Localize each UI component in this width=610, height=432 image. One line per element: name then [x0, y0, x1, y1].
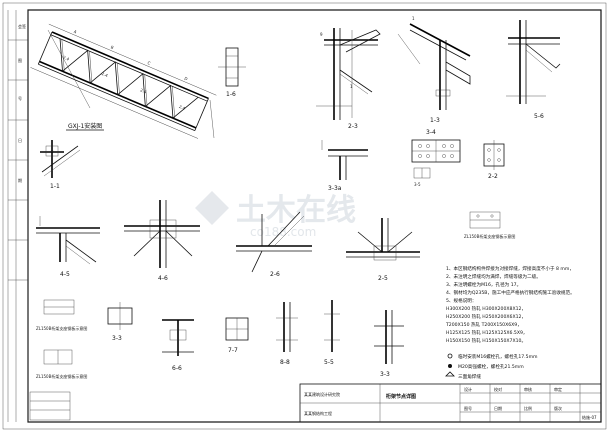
title-label: 比例 — [524, 405, 532, 411]
view-label: 2-3 — [348, 123, 358, 130]
view-label: 3-4 — [426, 129, 436, 136]
note-line: 2、未注明之焊缝均为满焊，焊缝等级为二级。 — [446, 273, 541, 280]
detail-3-3a: 3-3a — [321, 140, 368, 192]
left-strip: 会签 图 号 日 期 — [7, 10, 29, 422]
detail-4-5: 4-5 — [36, 216, 100, 278]
detail-5-6: 5-6 — [506, 20, 561, 120]
svg-text:A: A — [73, 29, 78, 35]
view-label: 8-8 — [280, 359, 290, 366]
title-project: 某某钢结构工程 — [304, 410, 332, 416]
title-label: 设计 — [464, 386, 472, 392]
view-label: 3-3 — [112, 335, 122, 342]
svg-text:1: 1 — [350, 84, 353, 89]
note-line: 3、未注明螺栓为M16，孔径为 17。 — [446, 281, 521, 288]
plate-detail-right: ZL150B桁架支座钢板示意图 — [464, 211, 515, 239]
detail-3-3b: 3-3 — [374, 310, 404, 378]
view-label: GXJ-1安装图 — [68, 122, 102, 130]
detail-1-6: 1-6 — [218, 47, 246, 98]
view-label: 3-3a — [328, 185, 342, 192]
view-label: 5-5 — [324, 359, 334, 366]
detail-6-6: 6-6 — [162, 319, 194, 372]
view-label: 7-7 — [228, 347, 238, 354]
title-label: 日期 — [494, 405, 502, 411]
detail-1-3: 1 1-3 — [397, 16, 471, 124]
title-drawing-name: 桁架节点详图 — [386, 393, 416, 400]
view-label: 1-6 — [226, 91, 236, 98]
view-label: 1-1 — [50, 183, 60, 190]
left-strip-label: 图 — [18, 57, 22, 63]
bolt-temp-icon — [447, 353, 453, 359]
plate-detail-left: ZL150B桁架支座钢板示意图 ZL150B桁架支座钢板示意图 — [36, 299, 87, 379]
view-label: ZL150B桁架支座钢板示意图 — [36, 325, 87, 331]
left-strip-label: 日 — [18, 138, 22, 143]
svg-text:B: B — [110, 44, 115, 50]
detail-3-4: 3-4 3-5 — [411, 129, 461, 187]
svg-text:3-5: 3-5 — [414, 182, 421, 187]
title-label: 审核 — [524, 386, 532, 392]
detail-7-7: 7-7 — [225, 317, 249, 354]
note-line: H300X200 热轧 H300X200X8X12， — [446, 305, 526, 312]
view-label: 4-6 — [158, 275, 168, 282]
legend-line: M20高强螺栓，螺栓孔21.5mm — [458, 363, 524, 370]
view-label: 4-5 — [60, 271, 70, 278]
note-line: H125X125 热轧 H125X125X6.5X9， — [446, 329, 528, 336]
view-label: ZL150B桁架支座钢板示意图 — [36, 373, 87, 379]
note-line: 4、钢材均为Q235B，施工中应严格执行钢结构施工验收规范。 — [446, 289, 575, 296]
view-label: 2-2 — [488, 173, 498, 180]
svg-text:2.4: 2.4 — [101, 71, 109, 78]
note-line: 5、规格说明： — [446, 297, 477, 304]
left-strip-label: 号 — [18, 95, 22, 101]
detail-2-2: 2-2 — [483, 140, 505, 180]
legend-line: 三面角焊缝 — [458, 373, 481, 380]
detail-2-6: 2-6 — [236, 211, 312, 278]
svg-text:2.4: 2.4 — [140, 87, 148, 94]
svg-text:C: C — [147, 60, 152, 66]
title-label: 审定 — [554, 386, 562, 392]
view-label: 1-3 — [430, 117, 440, 124]
general-notes: 1、本区钢结构构件焊接为对接焊缝，焊接高度不小于 8 mm， 2、未注明之焊缝均… — [445, 265, 575, 380]
svg-text:2.4: 2.4 — [62, 55, 70, 62]
note-line: T200X150 热轧 T200X150X6X9， — [445, 321, 522, 328]
bolt-hs-icon — [448, 364, 452, 368]
detail-4-6: 4-6 — [124, 200, 200, 282]
view-label: 3-3 — [380, 371, 390, 378]
watermark-main: 土木在线 — [236, 193, 356, 228]
svg-text:2.4: 2.4 — [178, 104, 186, 111]
left-strip-label: 期 — [18, 177, 22, 183]
svg-text:D: D — [184, 76, 189, 82]
view-label: 6-6 — [172, 365, 182, 372]
svg-text:9: 9 — [320, 32, 323, 37]
watermark-sub: co188.com — [250, 225, 316, 239]
stamp-box — [29, 391, 71, 421]
watermark: 土木在线 co188.com — [195, 191, 356, 239]
detail-8-8: 8-8 — [276, 302, 298, 366]
detail-3-3: 3-3 — [107, 302, 133, 342]
legend-line: 临时安装M16螺栓孔，螺栓孔17.5mm — [458, 353, 538, 360]
detail-5-5: 5-5 — [324, 300, 340, 366]
view-label: 2-6 — [270, 271, 280, 278]
view-label: 5-6 — [534, 113, 544, 120]
title-label: 版次 — [554, 405, 562, 411]
view-label: 2-5 — [378, 275, 388, 282]
note-line: H150X150 热轧 H150X150X7X10。 — [446, 337, 526, 344]
title-label: 校对 — [494, 386, 502, 392]
detail-2-3: 9 1 2-3 — [316, 28, 381, 130]
title-drawing-no: 结施-07 — [582, 414, 597, 420]
detail-1-1: 1-1 — [40, 140, 81, 190]
left-strip-label: 会签 — [18, 23, 26, 29]
title-company: 某某建筑设计研究院 — [304, 391, 340, 397]
svg-text:1: 1 — [412, 16, 415, 21]
title-block: 某某建筑设计研究院 某某钢结构工程 桁架节点详图 设计 校对 审核 审定 图号 … — [299, 383, 602, 423]
weld-symbol-icon — [445, 371, 455, 377]
note-line: H250X200 热轧 H250X200X6X12， — [446, 313, 526, 320]
detail-2-5: 2-5 — [346, 218, 420, 282]
note-line: 1、本区钢结构构件焊接为对接焊缝，焊接高度不小于 8 mm， — [446, 265, 574, 272]
title-label: 图号 — [464, 405, 472, 411]
view-label: ZL150B桁架支座钢板示意图 — [464, 233, 515, 239]
truss-elevation-gxj1: A B C D 2.4 2.4 2.4 2.4 GXJ-1安装图 — [30, 23, 217, 139]
